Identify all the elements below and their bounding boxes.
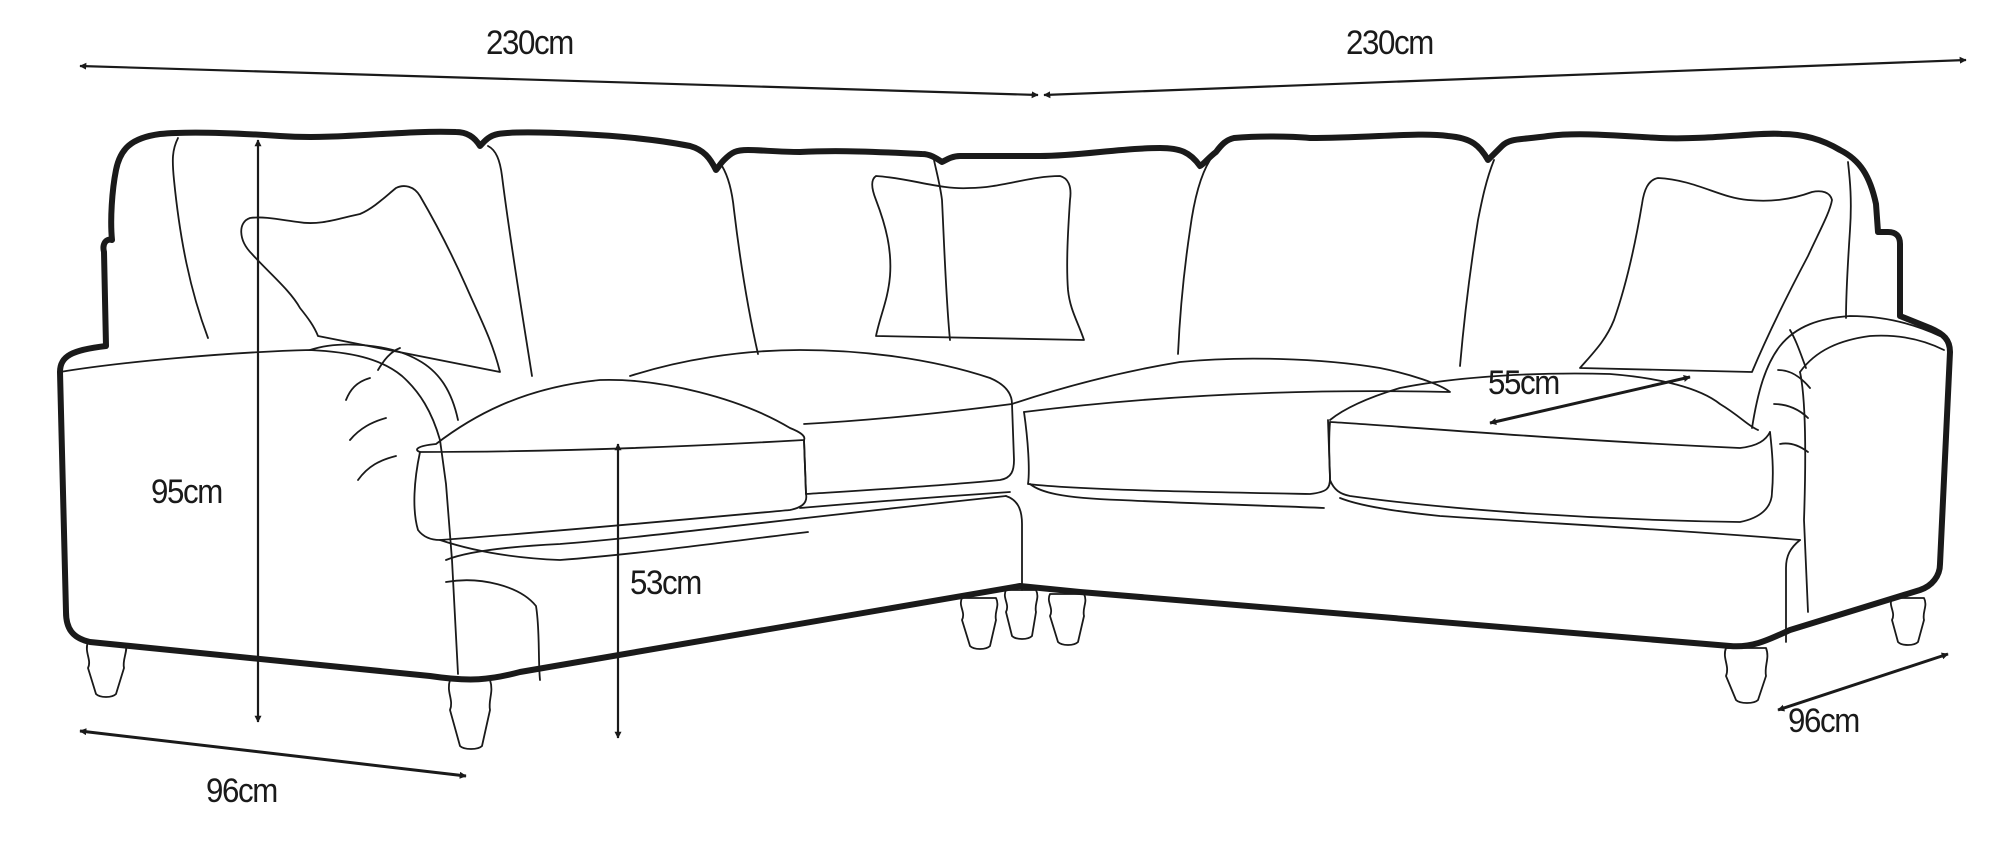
label-left-width: 230cm	[486, 24, 574, 62]
arrow-right-depth	[1777, 652, 1949, 712]
arrow-right-width	[1043, 56, 1967, 99]
label-seat-height: 53cm	[630, 564, 702, 602]
seat-cushions-left	[413, 349, 1023, 681]
arrow-seat-depth	[1489, 375, 1691, 425]
dimension-arrows	[79, 56, 1967, 779]
pillow-center	[871, 175, 1085, 341]
leg-center-1	[959, 597, 999, 650]
leg-right-back	[1889, 597, 1927, 646]
back-cushions	[171, 137, 1852, 377]
arrow-left-width	[79, 62, 1039, 99]
sofa-legs	[85, 589, 1927, 750]
leg-right-corner	[1723, 647, 1769, 704]
pillow-right	[1579, 177, 1833, 373]
label-overall-height: 95cm	[151, 473, 223, 511]
label-left-depth: 96cm	[206, 772, 278, 810]
corner-sofa-drawing	[57, 128, 1953, 750]
left-arm	[59, 343, 459, 675]
leg-left-front	[85, 641, 128, 698]
label-right-width: 230cm	[1346, 24, 1434, 62]
label-seat-depth: 55cm	[1488, 364, 1560, 402]
seat-cushions-right	[1011, 357, 1801, 643]
pillow-left	[240, 185, 501, 373]
label-right-depth: 96cm	[1788, 702, 1860, 740]
leg-center-2	[1003, 589, 1039, 640]
leg-center-3	[1047, 593, 1087, 646]
leg-left-corner	[447, 679, 493, 750]
arrow-left-depth	[79, 728, 467, 779]
scatter-pillows	[240, 175, 1833, 373]
right-arm	[1751, 315, 1945, 613]
